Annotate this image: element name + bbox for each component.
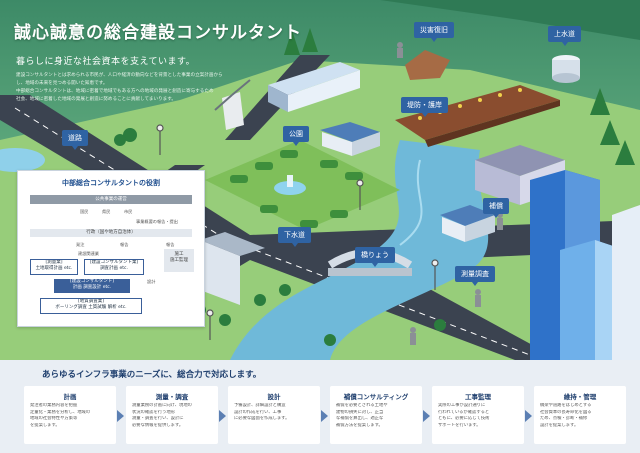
service-step-desc-line: 橋梁や道路をはじめとする	[540, 403, 592, 408]
service-step-card: 工事監理実際の工事が設計通りに行われているか確認するとともに、必要に応じて技術サ…	[432, 386, 524, 444]
role-owner-item: 国民	[80, 209, 89, 214]
step-arrow-icon	[219, 410, 226, 422]
role-chubu-box: [建設コンサルタント] 計画 調査設計 etc.	[54, 279, 130, 293]
houses	[320, 122, 495, 242]
role-survey-box: [測量業] 土地取得計画 etc.	[30, 259, 78, 275]
service-step-desc-line: 設計を提案します。	[540, 422, 579, 428]
pond	[0, 148, 45, 172]
callout-river[interactable]: 堤防・護岸	[401, 97, 448, 117]
hero-body-line: 建設コンサルタントとは求められる市民が、人口や経済の動向などを背景とした事業の立…	[16, 73, 223, 78]
role-build-label: 設計	[147, 279, 156, 284]
role-diagram: 中部総合コンサルタントの役割 公共事業の運営 国民 県民 市民 事業概要の報告・…	[17, 170, 205, 327]
service-step-desc-line: 状況の確認を行う地形	[132, 409, 175, 415]
role-geo-box: [地質調査業] ボーリング調査 土質試験 解析 etc.	[40, 298, 142, 314]
services-section: あらゆるインフラ事業のニーズに、総合力で対応します。 計画発注者の業務内容を把握…	[0, 360, 640, 453]
service-step-title: 設計	[267, 393, 281, 401]
service-step-card: 設計予備設計、詳細設計と構造設計の作成を行い、工事に必要な図面を作成します。	[228, 386, 320, 444]
role-consult-box: [建設コンサルタント業] 調査計画 etc.	[84, 259, 144, 275]
step-arrow-icon	[525, 410, 532, 422]
service-step-desc-line: 社会資本の長寿命化を図る	[540, 409, 592, 415]
service-step-desc-line: 定量化・業務を分析し、地域の	[30, 409, 91, 415]
service-step-desc: 測量業務の計画に向け、現地の状況の確認を行う地形測量・調査を行い、設計に必要な情…	[132, 403, 213, 429]
step-arrow-icon	[321, 410, 328, 422]
office-towers	[530, 170, 640, 360]
service-step-desc-line: に必要な図面を作成します。	[234, 416, 290, 421]
role-note: 事業概要の報告・提出	[136, 219, 178, 224]
service-step-desc-line: 発注者の業務内容を把握	[30, 403, 78, 408]
role-owner-item: 市民	[124, 209, 133, 214]
service-step-desc-line: 測量業務の計画に向け、現地の	[132, 403, 192, 408]
service-step-desc-line: ため、点検・診断・補修	[540, 416, 588, 421]
service-step-desc-line: 設計の作成を行い、工事	[234, 409, 282, 415]
role-owner-item: 県民	[102, 209, 111, 214]
callout-bridge[interactable]: 橋りょう	[355, 247, 395, 267]
service-step-card: 計画発注者の業務内容を把握定量化・業務を分析し、地域の地域の社会特性や方策等を提…	[24, 386, 116, 444]
shopping-building	[200, 232, 265, 305]
service-step-desc-line: サポートを行います。	[438, 422, 481, 428]
service-step-desc-line: な補償を算出し、適正な	[336, 416, 384, 421]
workers	[397, 42, 503, 345]
service-step-desc-line: 補償方法を提案します。	[336, 422, 383, 428]
hero-subtitle: 暮らしに身近な社会資本を支えています。	[16, 57, 196, 67]
apartment-building	[268, 62, 360, 112]
service-step-title: 補償コンサルティング	[343, 393, 409, 401]
service-step-desc-line: 必要な情報を提供します。	[132, 422, 184, 428]
service-step-desc: 実際の工事が設計通りに行われているか確認するとともに、必要に応じて技術サポートを…	[438, 403, 519, 429]
service-step-desc-line: 予備設計、詳細設計と構造	[234, 403, 286, 408]
callout-road[interactable]: 道路	[62, 130, 88, 150]
service-step-desc: 橋梁や道路をはじめとする社会資本の長寿命化を図るため、点検・診断・補修設計を提案…	[540, 403, 621, 429]
service-step-card: 維持・管理橋梁や道路をはじめとする社会資本の長寿命化を図るため、点検・診断・補修…	[534, 386, 626, 444]
role-title: 中部総合コンサルタントの役割	[62, 179, 160, 187]
role-gov-label: 報告	[120, 242, 129, 247]
service-step-desc-line: 実際の工事が設計通りに	[438, 403, 486, 408]
callout-sewer[interactable]: 下水道	[278, 227, 311, 247]
river	[230, 140, 489, 360]
callout-disaster[interactable]: 災害復旧	[414, 22, 454, 42]
hero-body: 建設コンサルタントとは求められる市民が、人口や経済の動向などを背景とした事業の立…	[16, 72, 231, 104]
callout-water-supply[interactable]: 上水道	[548, 26, 581, 46]
service-step-card: 補償コンサルティング補償を必要とされる土地や建物の損失に対し、正当な補償を算出し…	[330, 386, 422, 444]
service-step-desc-line: を提案します。	[30, 422, 60, 428]
windmill	[214, 79, 251, 130]
service-step-card: 測量・調査測量業務の計画に向け、現地の状況の確認を行う地形測量・調査を行い、設計…	[126, 386, 218, 444]
service-step-desc-line: 地域の社会特性や方策等	[30, 416, 78, 421]
service-step-title: 維持・管理	[563, 393, 597, 401]
hero-body-line: し、地域の未来を見つめる開いた知恵です。	[16, 81, 108, 86]
callout-compensation[interactable]: 補償	[483, 198, 509, 218]
service-step-desc: 予備設計、詳細設計と構造設計の作成を行い、工事に必要な図面を作成します。	[234, 403, 315, 423]
service-step-desc: 補償を必要とされる土地や建物の損失に対し、正当な補償を算出し、適正な補償方法を提…	[336, 403, 417, 429]
service-step-desc: 発注者の業務内容を把握定量化・業務を分析し、地域の地域の社会特性や方策等を提案し…	[30, 403, 111, 429]
role-gov-label: 報告	[166, 242, 175, 247]
role-consultant-group: 建設関連業	[78, 251, 99, 256]
water-tank	[552, 55, 580, 83]
step-arrow-icon	[423, 410, 430, 422]
callout-survey[interactable]: 測量調査	[455, 266, 495, 286]
service-step-desc-line: 補償を必要とされる土地や	[336, 403, 388, 408]
service-step-desc-line: 測量・調査を行い、設計に	[132, 416, 184, 421]
step-arrow-icon	[117, 410, 124, 422]
role-gov: 行政（国や地方自治体）	[30, 229, 192, 237]
services-heading: あらゆるインフラ事業のニーズに、総合力で対応します。	[42, 370, 262, 380]
hero-title: 誠心誠意の総合建設コンサルタント	[14, 23, 302, 43]
role-build: 施工 施工監理	[164, 249, 194, 272]
role-gov-label: 発注	[76, 242, 85, 247]
service-step-title: 工事監理	[465, 393, 491, 401]
service-step-desc-line: ともに、必要に応じて技術	[438, 416, 490, 421]
callout-park[interactable]: 公園	[283, 126, 309, 146]
hero-body-line: 社会、地域に密着した地域の発展と創造に努めることに貢献してまいります。	[16, 97, 176, 102]
service-step-title: 計画	[63, 393, 77, 401]
rock-pile	[405, 50, 450, 80]
levee	[395, 85, 560, 140]
role-owner: 公共事業の運営	[30, 195, 192, 204]
service-step-desc-line: 行われているか確認すると	[438, 409, 490, 415]
service-step-desc-line: 建物の損失に対し、正当	[336, 409, 384, 415]
service-step-title: 測量・調査	[155, 393, 189, 401]
hero-body-line: 中部総合コンサルタントは、地域に密着で地域でもある方への地域の発展と創造に寄与す…	[16, 89, 214, 94]
